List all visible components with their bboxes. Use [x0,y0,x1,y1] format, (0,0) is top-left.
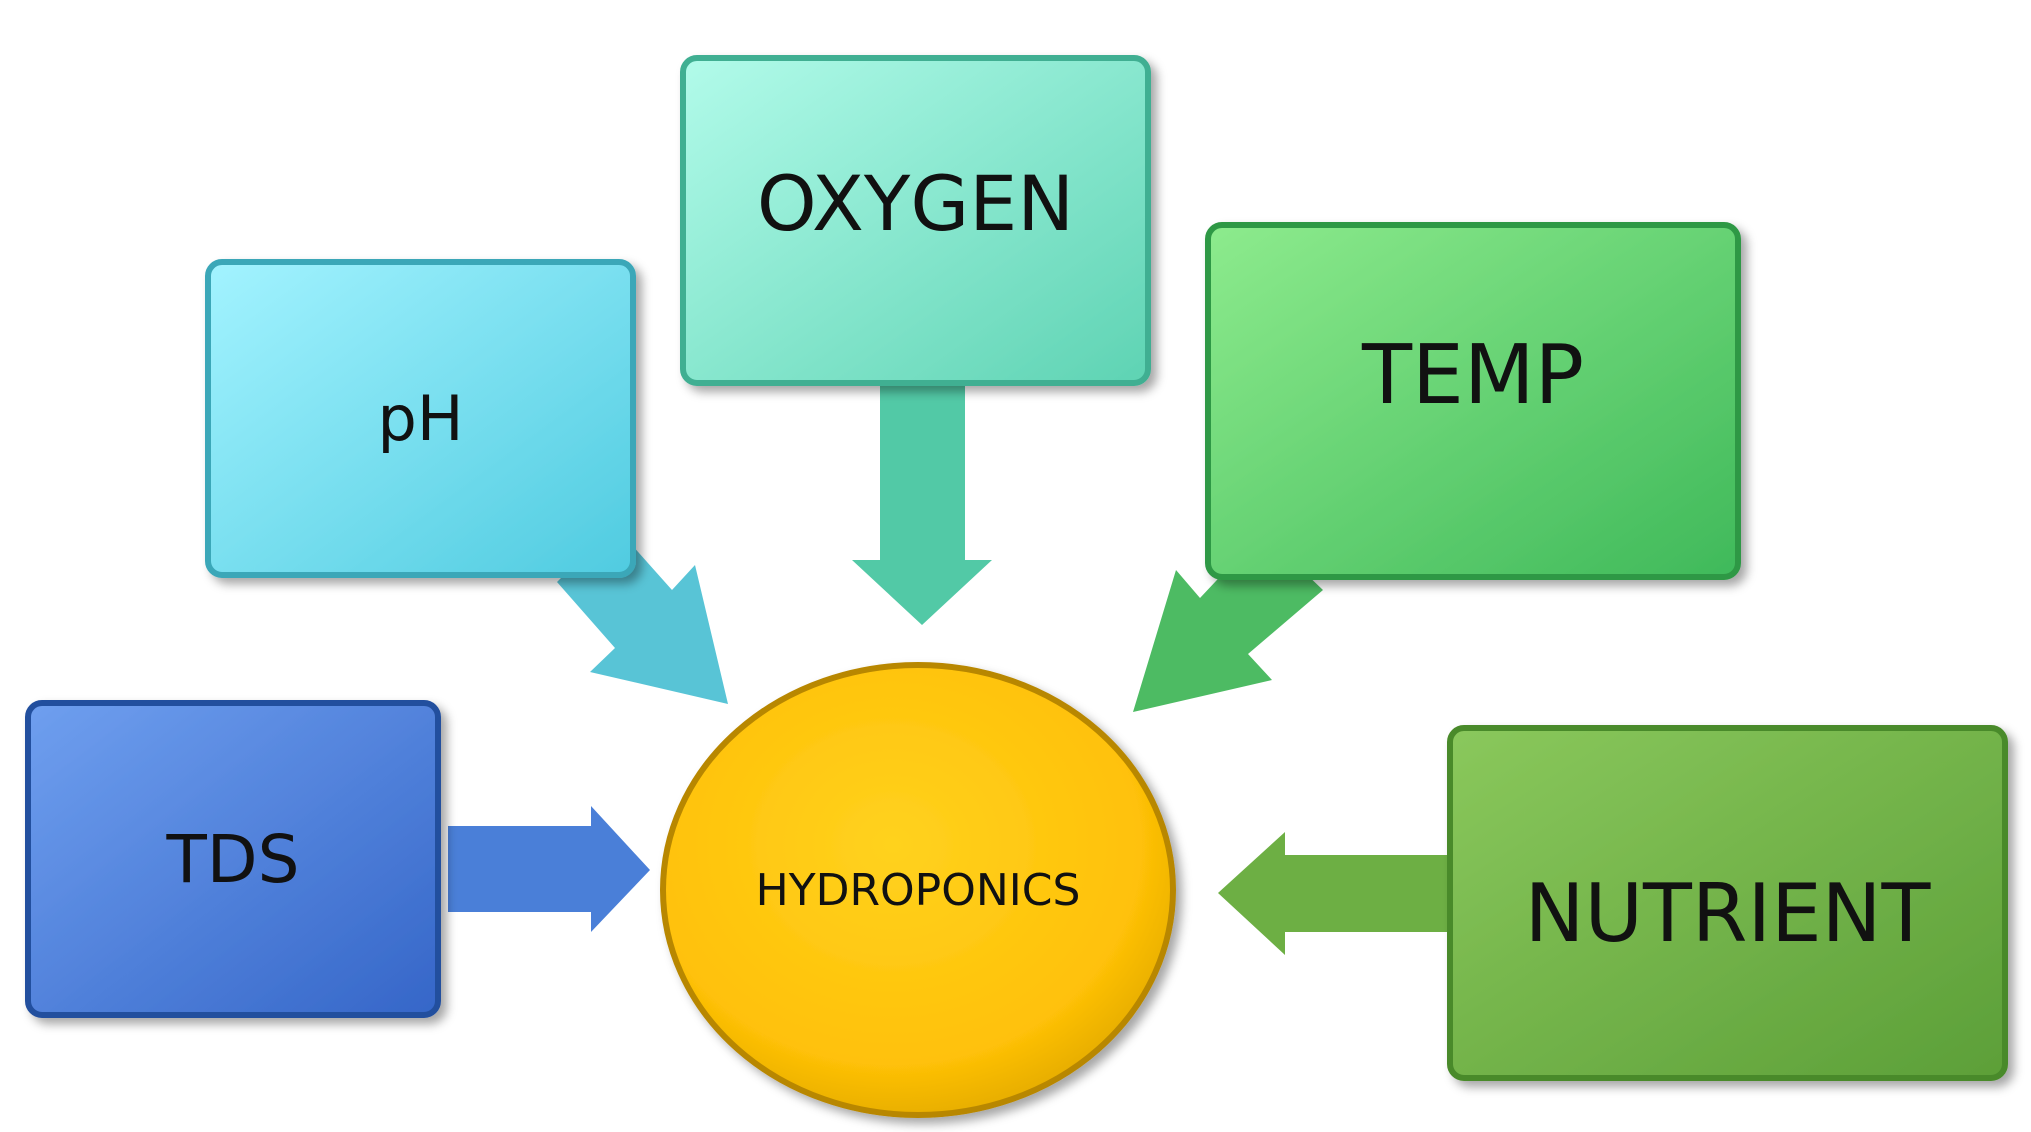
oxygen-box [680,55,1151,386]
tds-box [25,700,441,1018]
temp-box [1205,222,1741,580]
hydroponics-label: HYDROPONICS [755,864,1081,916]
temp-label: TEMP [1361,327,1585,423]
tds-label: TDS [166,820,300,898]
nutrient-label: NUTRIENT [1524,866,1931,960]
ph-box [205,259,636,578]
nutrient-box [1447,725,2008,1081]
arrow-tds-to-center [448,806,650,932]
arrow-oxygen-to-center [852,385,992,625]
oxygen-label: OXYGEN [756,158,1075,248]
hydroponics-circle [660,662,1176,1118]
ph-label: pH [377,382,464,455]
arrow-nutrient-to-center [1218,832,1448,955]
